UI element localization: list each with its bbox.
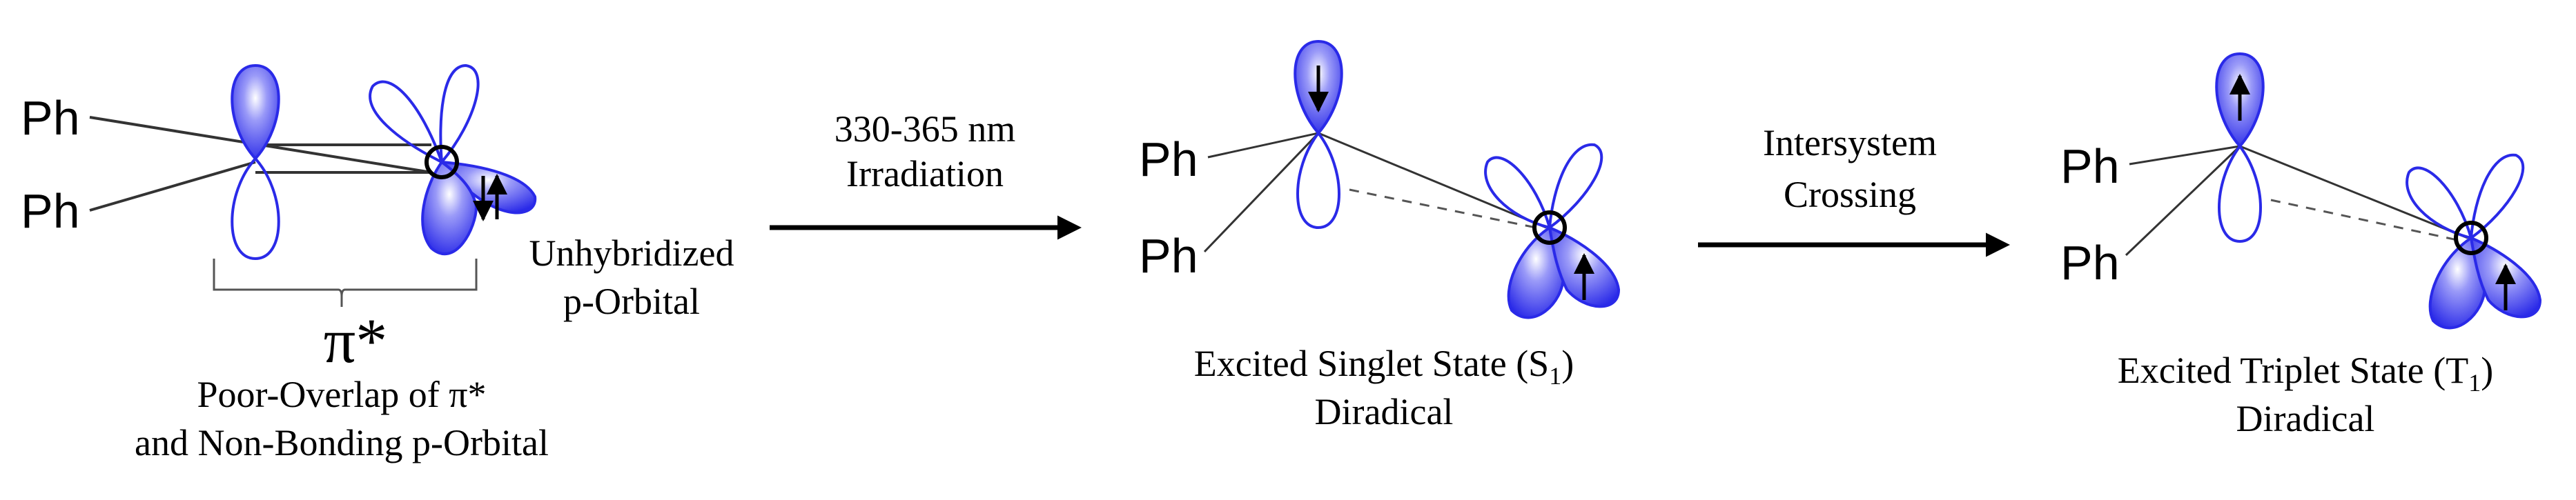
ph-label-top: Ph xyxy=(1139,132,1198,186)
bond-line xyxy=(2239,145,2468,239)
dashed-overlap-line xyxy=(2270,199,2458,241)
panel-singlet-state: Ph Ph Excited Singlet State (S1) Diradic… xyxy=(1139,39,1621,432)
arrow2-label-line-1: Intersystem xyxy=(1763,122,1937,163)
arrow1-label-line-1: 330-365 nm xyxy=(835,108,1016,150)
p-orbital-lobe-empty xyxy=(2218,143,2262,243)
ph-label-bottom: Ph xyxy=(2060,236,2120,290)
irradiation-arrow-group: 330-365 nm Irradiation xyxy=(770,108,1082,240)
side-label-line-2: p-Orbital xyxy=(563,281,700,322)
p-orbital-lobe-empty xyxy=(231,157,280,261)
oxygen-orbital-lobe xyxy=(1484,156,1552,230)
bond-line xyxy=(1207,132,1319,159)
bond-line xyxy=(89,161,256,212)
panel-triplet-state: Ph Ph Excited Triplet State (T1) Diradic… xyxy=(2060,52,2542,439)
radical-circle-icon xyxy=(2454,221,2488,255)
overlap-brace xyxy=(213,259,478,307)
bond-line xyxy=(2125,145,2241,257)
radical-circle-icon xyxy=(425,145,459,179)
pi-star-label: π* xyxy=(324,306,387,376)
singlet-caption-line-1: Excited Singlet State (S1) xyxy=(1194,343,1574,390)
bond-line xyxy=(1203,132,1320,253)
oxygen-orbital-lobe xyxy=(439,63,480,166)
p-orbital-lobe-filled xyxy=(231,63,280,161)
panel-ground-state: Ph Ph π* Poor-Overlap of π* and Non-Bond… xyxy=(21,63,734,463)
radical-circle-icon xyxy=(1532,210,1567,245)
singlet-caption-line-2: Diradical xyxy=(1315,391,1454,432)
ph-label-top: Ph xyxy=(2060,139,2120,193)
oxygen-orbital-lobe-filled xyxy=(421,160,478,256)
caption-line-1: Poor-Overlap of π* xyxy=(197,374,486,415)
oxygen-orbital-lobe xyxy=(2406,166,2473,240)
oxygen-orbital-lobe xyxy=(2469,153,2525,241)
dashed-overlap-line xyxy=(1349,188,1536,229)
side-label-line-1: Unhybridized xyxy=(529,232,734,274)
triplet-caption-line-1: Excited Triplet State (T1) xyxy=(2118,350,2493,397)
oxygen-orbital-lobe xyxy=(369,80,445,166)
ph-label-bottom: Ph xyxy=(21,184,80,238)
caption-line-2: and Non-Bonding p-Orbital xyxy=(135,422,549,463)
arrow2-label-line-2: Crossing xyxy=(1784,174,1916,215)
arrow1-label-line-2: Irradiation xyxy=(846,153,1004,194)
ph-label-bottom: Ph xyxy=(1139,229,1198,283)
oxygen-orbital-lobe xyxy=(1548,143,1603,231)
ph-label-top: Ph xyxy=(21,91,80,145)
bond-line xyxy=(1318,132,1547,229)
p-orbital-lobe-empty xyxy=(1296,130,1340,230)
triplet-caption-line-2: Diradical xyxy=(2236,398,2375,439)
bond-line xyxy=(2129,145,2241,166)
intersystem-crossing-arrow-group: Intersystem Crossing xyxy=(1698,122,2010,257)
